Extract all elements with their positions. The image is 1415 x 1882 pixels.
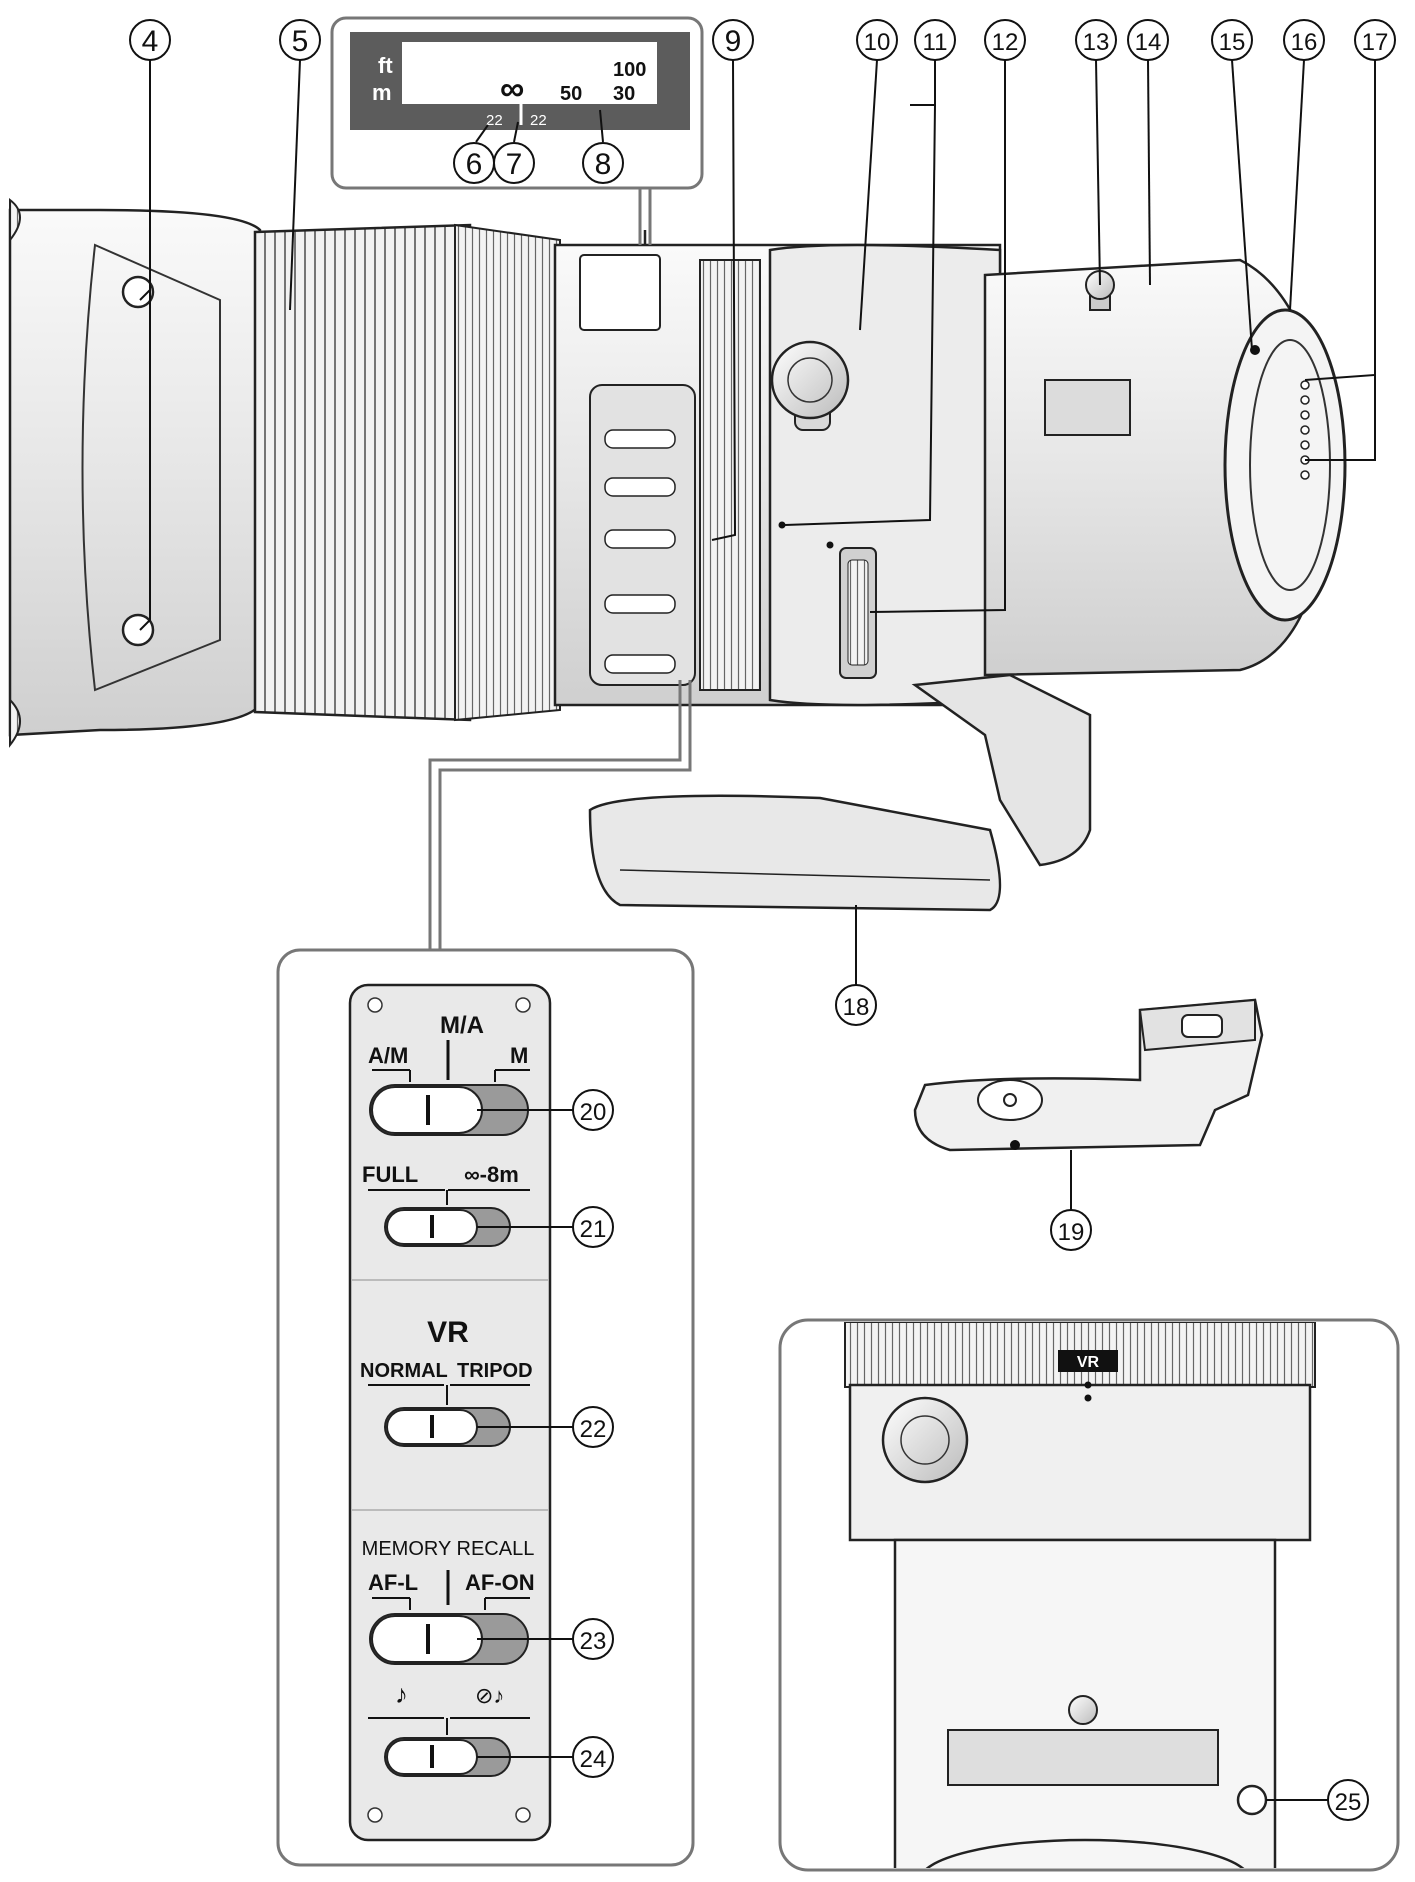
svg-text:18: 18 [843,994,870,1021]
hood-screw-top [121,275,155,309]
svg-text:22: 22 [580,1416,607,1443]
callout-11: 11 [914,19,956,61]
aperture-left: 22 [486,112,503,129]
svg-text:19: 19 [1058,1219,1085,1246]
svg-text:10: 10 [864,29,891,56]
svg-text:24: 24 [580,1746,607,1773]
unit-m: m [372,80,392,105]
callout-23: 23 [572,1618,614,1660]
focus-ring [253,223,472,722]
svg-text:5: 5 [292,25,309,58]
svg-text:9: 9 [725,25,742,58]
svg-text:21: 21 [580,1216,607,1243]
switch-panel-inset: M/A A/M M FULL ∞-8m VR NORMAL TRIPOD MEM… [276,948,695,1867]
callout-24: 24 [572,1736,614,1778]
svg-text:16: 16 [1291,29,1318,56]
callout-8: 8 [582,142,624,184]
tripod-collar [768,243,1002,707]
callout-13: 13 [1075,19,1117,61]
callout-22: 22 [572,1406,614,1448]
svg-text:12: 12 [992,29,1019,56]
hood-screw-bottom [121,613,155,647]
svg-text:13: 13 [1083,29,1110,56]
vr-title: VR [427,1316,469,1349]
focus-limit-right-label: ∞-8m [464,1162,519,1187]
callout-17: 17 [1354,19,1396,61]
scale-infinity: ∞ [500,70,524,108]
lens-mount [1223,308,1347,622]
carrying-handle [588,794,1002,912]
monopod-mount [1044,379,1131,436]
callout-15: 15 [1211,19,1253,61]
beep-on-icon: ♪ [395,1679,408,1709]
tripod-socket [1236,1784,1268,1816]
memory-set-ring [699,259,761,691]
callout-25: 25 [1327,1779,1369,1821]
focus-mode-center-label: M/A [440,1012,484,1039]
svg-text:4: 4 [142,25,159,58]
vr-badge-label: VR [1077,1354,1100,1371]
beep-off-icon: ⊘♪ [475,1683,504,1708]
svg-text:23: 23 [580,1628,607,1655]
callout-21: 21 [572,1206,614,1248]
bottom-collar-knob [881,1396,969,1484]
vr-badge [1058,1350,1118,1372]
callout-12: 12 [984,19,1026,61]
svg-text:25: 25 [1335,1789,1362,1816]
callout-14: 14 [1127,19,1169,61]
tripod-foot [911,673,1092,867]
mini-switch-panel [604,429,676,674]
svg-text:6: 6 [466,148,483,181]
memory-recall-title: MEMORY RECALL [362,1538,535,1560]
scale-m-50: 50 [560,83,582,105]
focus-mode-right-label: M [510,1043,528,1068]
svg-text:20: 20 [580,1099,607,1126]
svg-text:11: 11 [923,29,948,56]
svg-text:7: 7 [506,148,523,181]
focus-mode-left-label: A/M [368,1043,408,1068]
callout-9: 9 [712,19,754,61]
callout-16: 16 [1283,19,1325,61]
vr-right-label: TRIPOD [457,1360,533,1382]
callout-10: 10 [856,19,898,61]
svg-text:15: 15 [1219,29,1246,56]
scale-m-30: 30 [613,83,635,105]
callout-5: 5 [279,19,321,61]
vr-left-label: NORMAL [360,1360,448,1382]
callout-19: 19 [1050,1209,1092,1251]
callout-6: 6 [453,142,495,184]
memory-right-label: AF-ON [465,1570,535,1595]
callouts: 4 5 6 7 8 9 10 11 12 13 14 15 16 17 18 1… [129,19,1396,1821]
lens-body [8,197,1347,912]
svg-text:14: 14 [1135,29,1162,56]
callout-4: 4 [129,19,171,61]
bottom-view-inset: VR [778,1318,1400,1872]
collar-knob [770,340,850,431]
callout-20: 20 [572,1089,614,1131]
callout-7: 7 [493,142,535,184]
svg-text:17: 17 [1362,29,1389,56]
scale-ft-100: 100 [613,59,646,81]
svg-text:8: 8 [595,148,612,181]
callout-18: 18 [835,984,877,1026]
focus-limit-left-label: FULL [362,1162,418,1187]
leader-lines [139,59,1376,1801]
cpu-contacts [1300,380,1310,480]
tripod-mount-plate [913,998,1264,1152]
unit-ft: ft [378,53,393,78]
aperture-right: 22 [530,112,547,129]
memory-left-label: AF-L [368,1570,418,1595]
